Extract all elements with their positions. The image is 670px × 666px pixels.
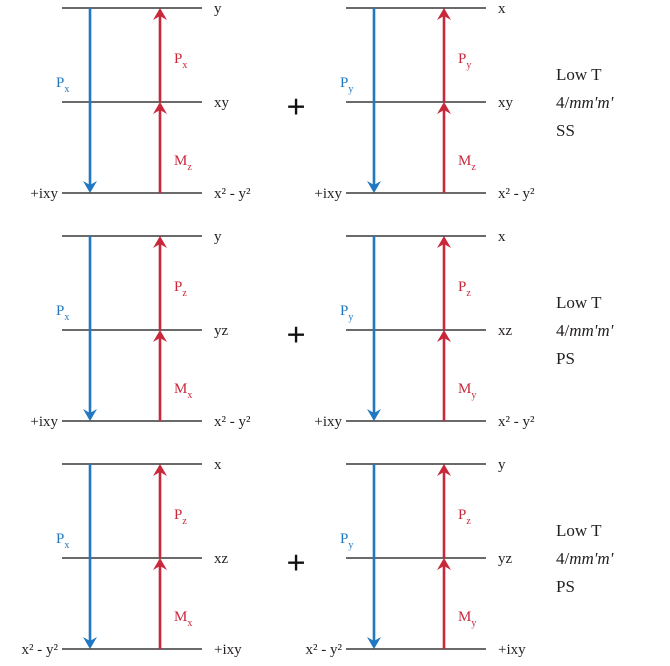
caption-type: PS [556,577,575,596]
level-label-bottom-right: +ixy [214,642,242,658]
level-label-top: x [498,229,506,245]
red-upper-label: Px [174,51,187,71]
blue-arrow-label: Py [340,531,353,551]
level-label-top: y [214,229,222,245]
level-label-top: x [498,1,506,17]
caption-temperature: Low T [556,65,602,84]
level-label-bottom-left: x² - y² [306,642,343,658]
symmetry-caption: Low T 4/mm'm' PS [556,293,614,368]
level-label-top: x [214,457,222,473]
level-label-bottom-left: +ixy [30,186,58,202]
level-label-middle: yz [498,551,513,567]
plus-symbol: + [286,89,305,126]
caption-point-group: 4/mm'm' [556,549,614,568]
red-lower-label: Mx [174,381,192,401]
level-label-middle: yz [214,323,229,339]
red-lower-label: Mz [174,153,192,173]
caption-type: SS [556,121,575,140]
red-lower-label: Mx [174,609,192,629]
level-label-bottom-left: x² - y² [22,642,59,658]
plus-symbol: + [286,545,305,582]
level-label-bottom-left: +ixy [314,414,342,430]
level-label-middle: xy [214,95,230,111]
symmetry-caption: Low T 4/mm'm' SS [556,65,614,140]
caption-type: PS [556,349,575,368]
level-label-top: y [214,1,222,17]
level-label-bottom-right: x² - y² [214,186,251,202]
red-upper-label: Pz [458,279,471,299]
blue-arrow-label: Py [340,75,353,95]
level-label-bottom-left: +ixy [30,414,58,430]
caption-point-group: 4/mm'm' [556,321,614,340]
blue-arrow-label: Px [56,75,69,95]
level-label-middle: xz [498,323,513,339]
caption-temperature: Low T [556,521,602,540]
level-label-middle: xy [498,95,514,111]
caption-temperature: Low T [556,293,602,312]
red-upper-label: Pz [458,507,471,527]
red-upper-label: Pz [174,507,187,527]
red-lower-label: My [458,381,476,401]
red-lower-label: My [458,609,476,629]
level-label-middle: xz [214,551,229,567]
caption-point-group: 4/mm'm' [556,93,614,112]
blue-arrow-label: Py [340,303,353,323]
red-upper-label: Pz [174,279,187,299]
symmetry-caption: Low T 4/mm'm' PS [556,521,614,596]
level-label-bottom-left: +ixy [314,186,342,202]
level-label-top: y [498,457,506,473]
level-label-bottom-right: x² - y² [498,186,535,202]
red-upper-label: Py [458,51,471,71]
blue-arrow-label: Px [56,531,69,551]
red-lower-label: Mz [458,153,476,173]
level-label-bottom-right: x² - y² [498,414,535,430]
plus-symbol: + [286,317,305,354]
blue-arrow-label: Px [56,303,69,323]
level-label-bottom-right: x² - y² [214,414,251,430]
level-label-bottom-right: +ixy [498,642,526,658]
